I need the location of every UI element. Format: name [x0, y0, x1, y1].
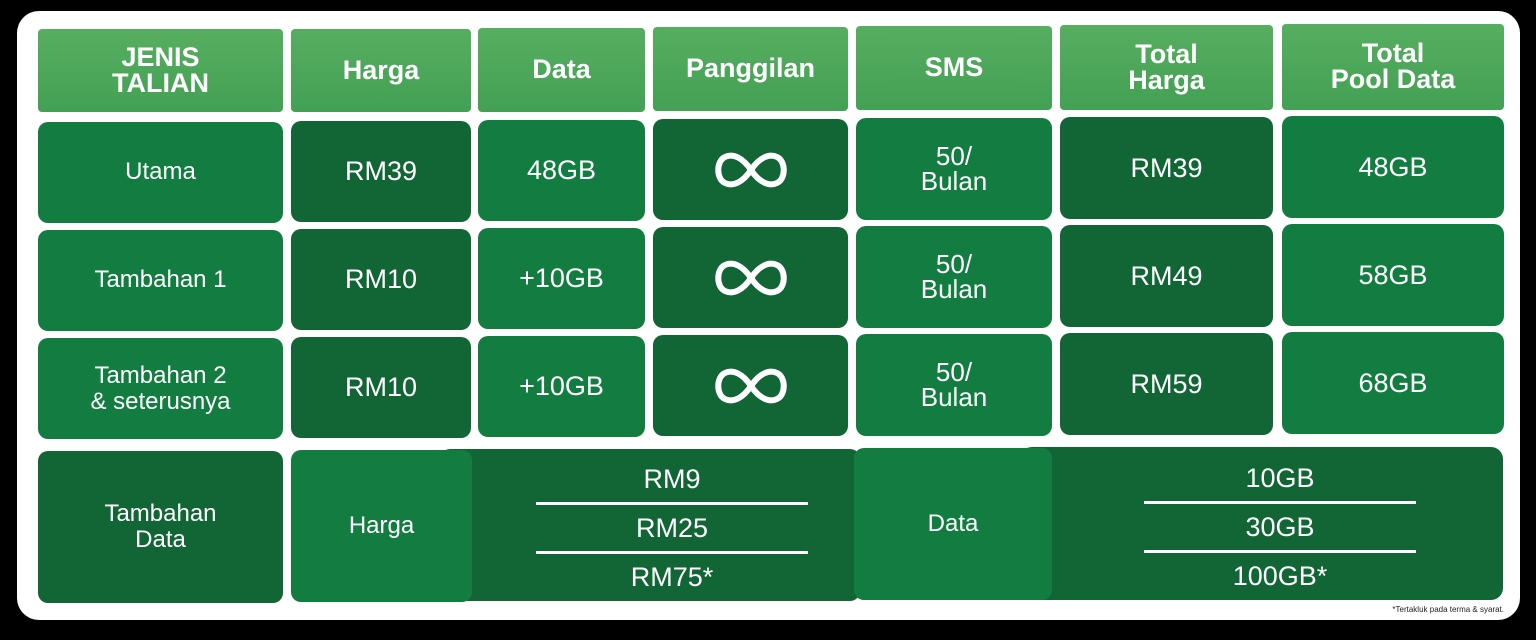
infinity-icon [714, 152, 787, 187]
data-value: +10GB [519, 371, 604, 401]
header-data: Data [478, 28, 645, 112]
row-utama-total-harga: RM39 [1060, 117, 1273, 219]
addon-data-size: 10GB [1245, 462, 1315, 493]
addon-data-panel [1020, 447, 1503, 600]
row-tambahan1-harga: RM10 [291, 229, 471, 330]
total-harga-value: RM39 [1130, 152, 1203, 183]
addon-prices-panel [440, 449, 860, 601]
addon-data-size: 30GB [1245, 511, 1315, 542]
addon-price: RM25 [635, 512, 709, 543]
row-tambahan1-data: +10GB [478, 228, 645, 329]
header-label: TALIAN [112, 67, 209, 98]
footnote: *Tertakluk pada terma & syarat. [1392, 605, 1504, 614]
header-harga: Harga [291, 29, 471, 112]
addon-data-size: 100GB* [1232, 560, 1328, 591]
row-tambahan2-sms: 50/ Bulan [856, 334, 1052, 436]
row-utama-panggilan [653, 119, 848, 220]
jenis-label: Utama [125, 158, 196, 186]
total-harga-value: RM59 [1130, 368, 1203, 399]
row-tambahan1-total-pool: 58GB [1282, 224, 1504, 326]
header-panggilan: Panggilan [653, 27, 848, 111]
row-tambahan1-sms: 50/ Bulan [856, 226, 1052, 328]
header-total-harga: Total Harga [1060, 25, 1273, 110]
addon-price: RM75* [630, 561, 714, 592]
row-utama-harga: RM39 [291, 121, 471, 222]
header-label: Data [532, 54, 591, 85]
data-value: +10GB [519, 263, 604, 293]
row-utama-jenis: Utama [38, 122, 283, 223]
addon-label-line1: Tambahan [104, 499, 217, 527]
row-tambahan2-total-harga: RM59 [1060, 333, 1273, 435]
addon-harga-label: Harga [291, 450, 472, 602]
header-label: Panggilan [685, 53, 815, 84]
row-tambahan1-panggilan [653, 227, 848, 328]
row-utama-data: 48GB [478, 120, 645, 221]
header-label: JENIS [121, 41, 200, 72]
jenis-sublabel: & seterusnya [90, 387, 231, 415]
addon-price-list: RM9 RM25 RM75* [536, 456, 808, 600]
harga-value: RM39 [344, 156, 418, 186]
row-utama-total-pool: 48GB [1282, 116, 1504, 218]
header-sms: SMS [856, 26, 1052, 110]
divider [536, 502, 808, 505]
sms-value: 50/ [935, 249, 973, 280]
row-tambahan2-jenis: Tambahan 2 & seterusnya [38, 338, 283, 439]
row-tambahan1-total-harga: RM49 [1060, 225, 1273, 327]
jenis-label: Tambahan 2 [94, 362, 227, 390]
total-harga-value: RM49 [1130, 260, 1203, 291]
addon-label-line2: Data [135, 526, 186, 553]
header-label: Harga [1128, 64, 1205, 95]
divider [536, 551, 808, 554]
sms-value: 50/ [935, 357, 973, 388]
divider [1144, 501, 1416, 504]
total-pool-value: 58GB [1358, 259, 1428, 290]
harga-value: RM10 [344, 372, 418, 402]
row-tambahan1-jenis: Tambahan 1 [38, 230, 283, 331]
addon-data-list: 10GB 30GB 100GB* [1144, 455, 1416, 599]
sms-unit: Bulan [920, 274, 988, 304]
addon-data-label: Data [854, 448, 1052, 600]
sms-unit: Bulan [920, 166, 988, 196]
header-jenis-talian: JENIS TALIAN [38, 29, 283, 112]
harga-value: RM10 [344, 264, 418, 294]
header-label: SMS [924, 52, 984, 83]
divider [1144, 550, 1416, 553]
jenis-label: Tambahan 1 [94, 266, 227, 294]
row-tambahan2-harga: RM10 [291, 337, 471, 438]
data-value: 48GB [526, 155, 597, 185]
total-pool-value: 68GB [1358, 367, 1428, 398]
sms-unit: Bulan [920, 382, 988, 412]
header-label: Total [1361, 38, 1425, 69]
infinity-icon [714, 260, 787, 295]
row-utama-sms: 50/ Bulan [856, 118, 1052, 220]
harga-label: Harga [348, 511, 415, 539]
addon-price: RM9 [643, 463, 701, 494]
row-tambahan2-total-pool: 68GB [1282, 332, 1504, 434]
row-tambahan2-panggilan [653, 335, 848, 436]
total-pool-value: 48GB [1358, 151, 1428, 182]
sms-value: 50/ [935, 141, 973, 172]
infinity-icon [714, 368, 787, 403]
data-label: Data [927, 509, 979, 537]
header-label: Pool Data [1330, 64, 1456, 94]
header-total-pool-data: Total Pool Data [1282, 24, 1504, 110]
addon-label: Tambahan Data [38, 451, 283, 603]
row-tambahan2-data: +10GB [478, 336, 645, 437]
header-label: Total [1135, 38, 1198, 69]
header-label: Harga [342, 54, 420, 85]
